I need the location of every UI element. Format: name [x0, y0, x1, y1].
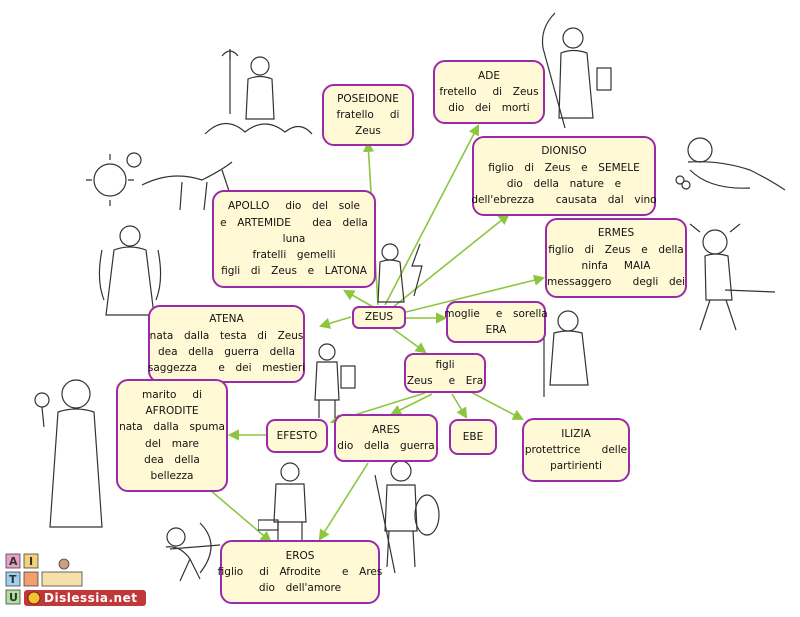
node-dioniso-line: DIONISO: [541, 145, 587, 158]
node-afrodite-line: del mare: [145, 437, 199, 450]
node-eros-line: dio dell'amore: [258, 582, 342, 595]
logo-letter-t: T: [9, 573, 17, 586]
node-apollo-line: figli di Zeus e LATONA: [221, 265, 367, 278]
arrow-figli-ilizia: [466, 389, 524, 421]
poseidon-drawing: [204, 49, 313, 135]
node-ares-line: ARES: [372, 423, 400, 436]
node-poseidone: POSEIDONE fratello di Zeus: [322, 84, 414, 146]
node-ebe: EBE: [449, 419, 497, 455]
node-eros-line: figlio di Afrodite e Ares: [217, 565, 383, 578]
node-ermes-line: messaggero degli dei: [546, 276, 686, 289]
ilizia-drawing: [543, 310, 589, 397]
arrow-ares-eros: [318, 462, 369, 541]
node-efesto: EFESTO: [266, 419, 328, 453]
node-ade-line: fretello di Zeus: [439, 85, 539, 98]
node-ermes: ERMES figlio di Zeus e della ninfa MAIA mes…: [545, 218, 687, 298]
ermes-drawing: [689, 223, 776, 331]
node-figli-line: figli: [435, 358, 455, 371]
node-atena-line: ATENA: [209, 313, 244, 326]
logo-site-name: Dislessia.net: [44, 591, 138, 605]
arrow-zeus-figli: [391, 327, 427, 354]
aphrodite-drawing: [34, 379, 103, 528]
node-afrodite-line: AFRODITE: [145, 404, 199, 417]
node-afrodite-line: dea della: [144, 453, 200, 466]
artemis-drawing: [98, 225, 162, 316]
node-era-line: moglie e sorella: [444, 307, 548, 320]
atena-warrior-drawing: [314, 343, 356, 418]
arrow-zeus-dioniso: [391, 213, 510, 309]
node-ilizia-line: protettrice delle: [524, 443, 628, 456]
node-atena-line: dea della guerra della: [157, 346, 296, 358]
node-ares-line: dio della guerra: [337, 440, 435, 452]
arrow-figli-ares: [389, 393, 433, 416]
node-dioniso: DIONISO figlio di Zeus e SEMELE dio della …: [471, 136, 657, 216]
node-dioniso-line: dio della nature e: [506, 178, 622, 190]
node-atena-line: saggezza e dei mestieri: [147, 362, 306, 375]
arrow-figli-ebe: [451, 393, 468, 419]
node-apollo-line: APOLLO dio del sole: [227, 200, 361, 213]
node-ade-line: dio dei morti: [448, 102, 530, 115]
node-afrodite-line: nata dalla spuma: [119, 421, 225, 434]
node-efesto-line: EFESTO: [276, 429, 318, 442]
node-era-line: ERA: [485, 324, 507, 336]
logo-graphic: [5, 553, 146, 606]
node-ermes-line: ERMES: [597, 227, 635, 240]
node-ilizia-line: ILIZIA: [561, 427, 591, 440]
ade-drawing: [541, 12, 612, 128]
arrow-afrodite-eros: [209, 489, 272, 543]
arrow-zeus-ade: [384, 124, 480, 306]
node-afrodite-line: marito di: [141, 388, 203, 401]
apollo-chariot-drawing: [86, 152, 233, 211]
node-poseidone-line: POSEIDONE: [337, 92, 399, 105]
node-ade-line: ADE: [478, 69, 500, 82]
logo-letter-i: I: [29, 555, 34, 568]
efesto-drawing: [258, 462, 307, 548]
node-atena-line: nata dalla testa di Zeus: [149, 329, 304, 342]
node-ebe-line: EBE: [462, 430, 484, 443]
arrow-zeus-ermes: [405, 274, 546, 313]
node-figli-line: Zeus e Era: [406, 375, 484, 387]
node-apollo-line: luna: [282, 232, 306, 245]
node-ares: ARES dio della guerra: [334, 414, 438, 462]
eros-drawing: [165, 522, 221, 582]
node-poseidone-line: Zeus: [355, 125, 381, 138]
node-afrodite-line: bellezza: [150, 470, 194, 483]
node-afrodite: marito di AFRODITE nata dalla spuma del mar…: [116, 379, 228, 492]
node-ermes-line: figlio di Zeus e della: [548, 243, 684, 256]
node-apollo-line: fratelli gemelli: [252, 249, 336, 262]
node-atena: ATENA nata dalla testa di Zeus dea della g…: [148, 305, 305, 383]
node-eros-line: EROS: [285, 549, 315, 562]
node-ade: ADE fretello di Zeus dio dei morti: [433, 60, 545, 124]
node-ermes-line: ninfa MAIA: [581, 260, 651, 272]
dislessia-logo: A I T U Dislessia.net: [4, 550, 154, 612]
arrow-zeus-atena: [318, 316, 352, 329]
node-dioniso-line: figlio di Zeus e SEMELE: [488, 161, 640, 174]
arrow-zeus-apollo: [343, 289, 376, 309]
node-ilizia-line: partirienti: [550, 460, 602, 473]
dioniso-drawing: [675, 137, 786, 191]
node-dioniso-line: dell'ebrezza causata dal vino: [471, 194, 657, 207]
node-zeus-line: ZEUS: [364, 311, 394, 324]
logo-letter-a: A: [9, 555, 18, 568]
node-poseidone-line: fratello di: [336, 108, 400, 121]
zeus-drawing: [377, 243, 423, 303]
node-apollo: APOLLO dio del sole e ARTEMIDE dea della l…: [212, 190, 376, 288]
node-apollo-line: e ARTEMIDE dea della: [220, 216, 368, 229]
node-eros: EROS figlio di Afrodite e Ares dio dell'am…: [217, 540, 383, 604]
node-ilizia: ILIZIA protettrice delle partirienti: [522, 418, 630, 482]
logo-letter-u: U: [9, 591, 18, 604]
node-zeus: ZEUS: [352, 306, 406, 329]
